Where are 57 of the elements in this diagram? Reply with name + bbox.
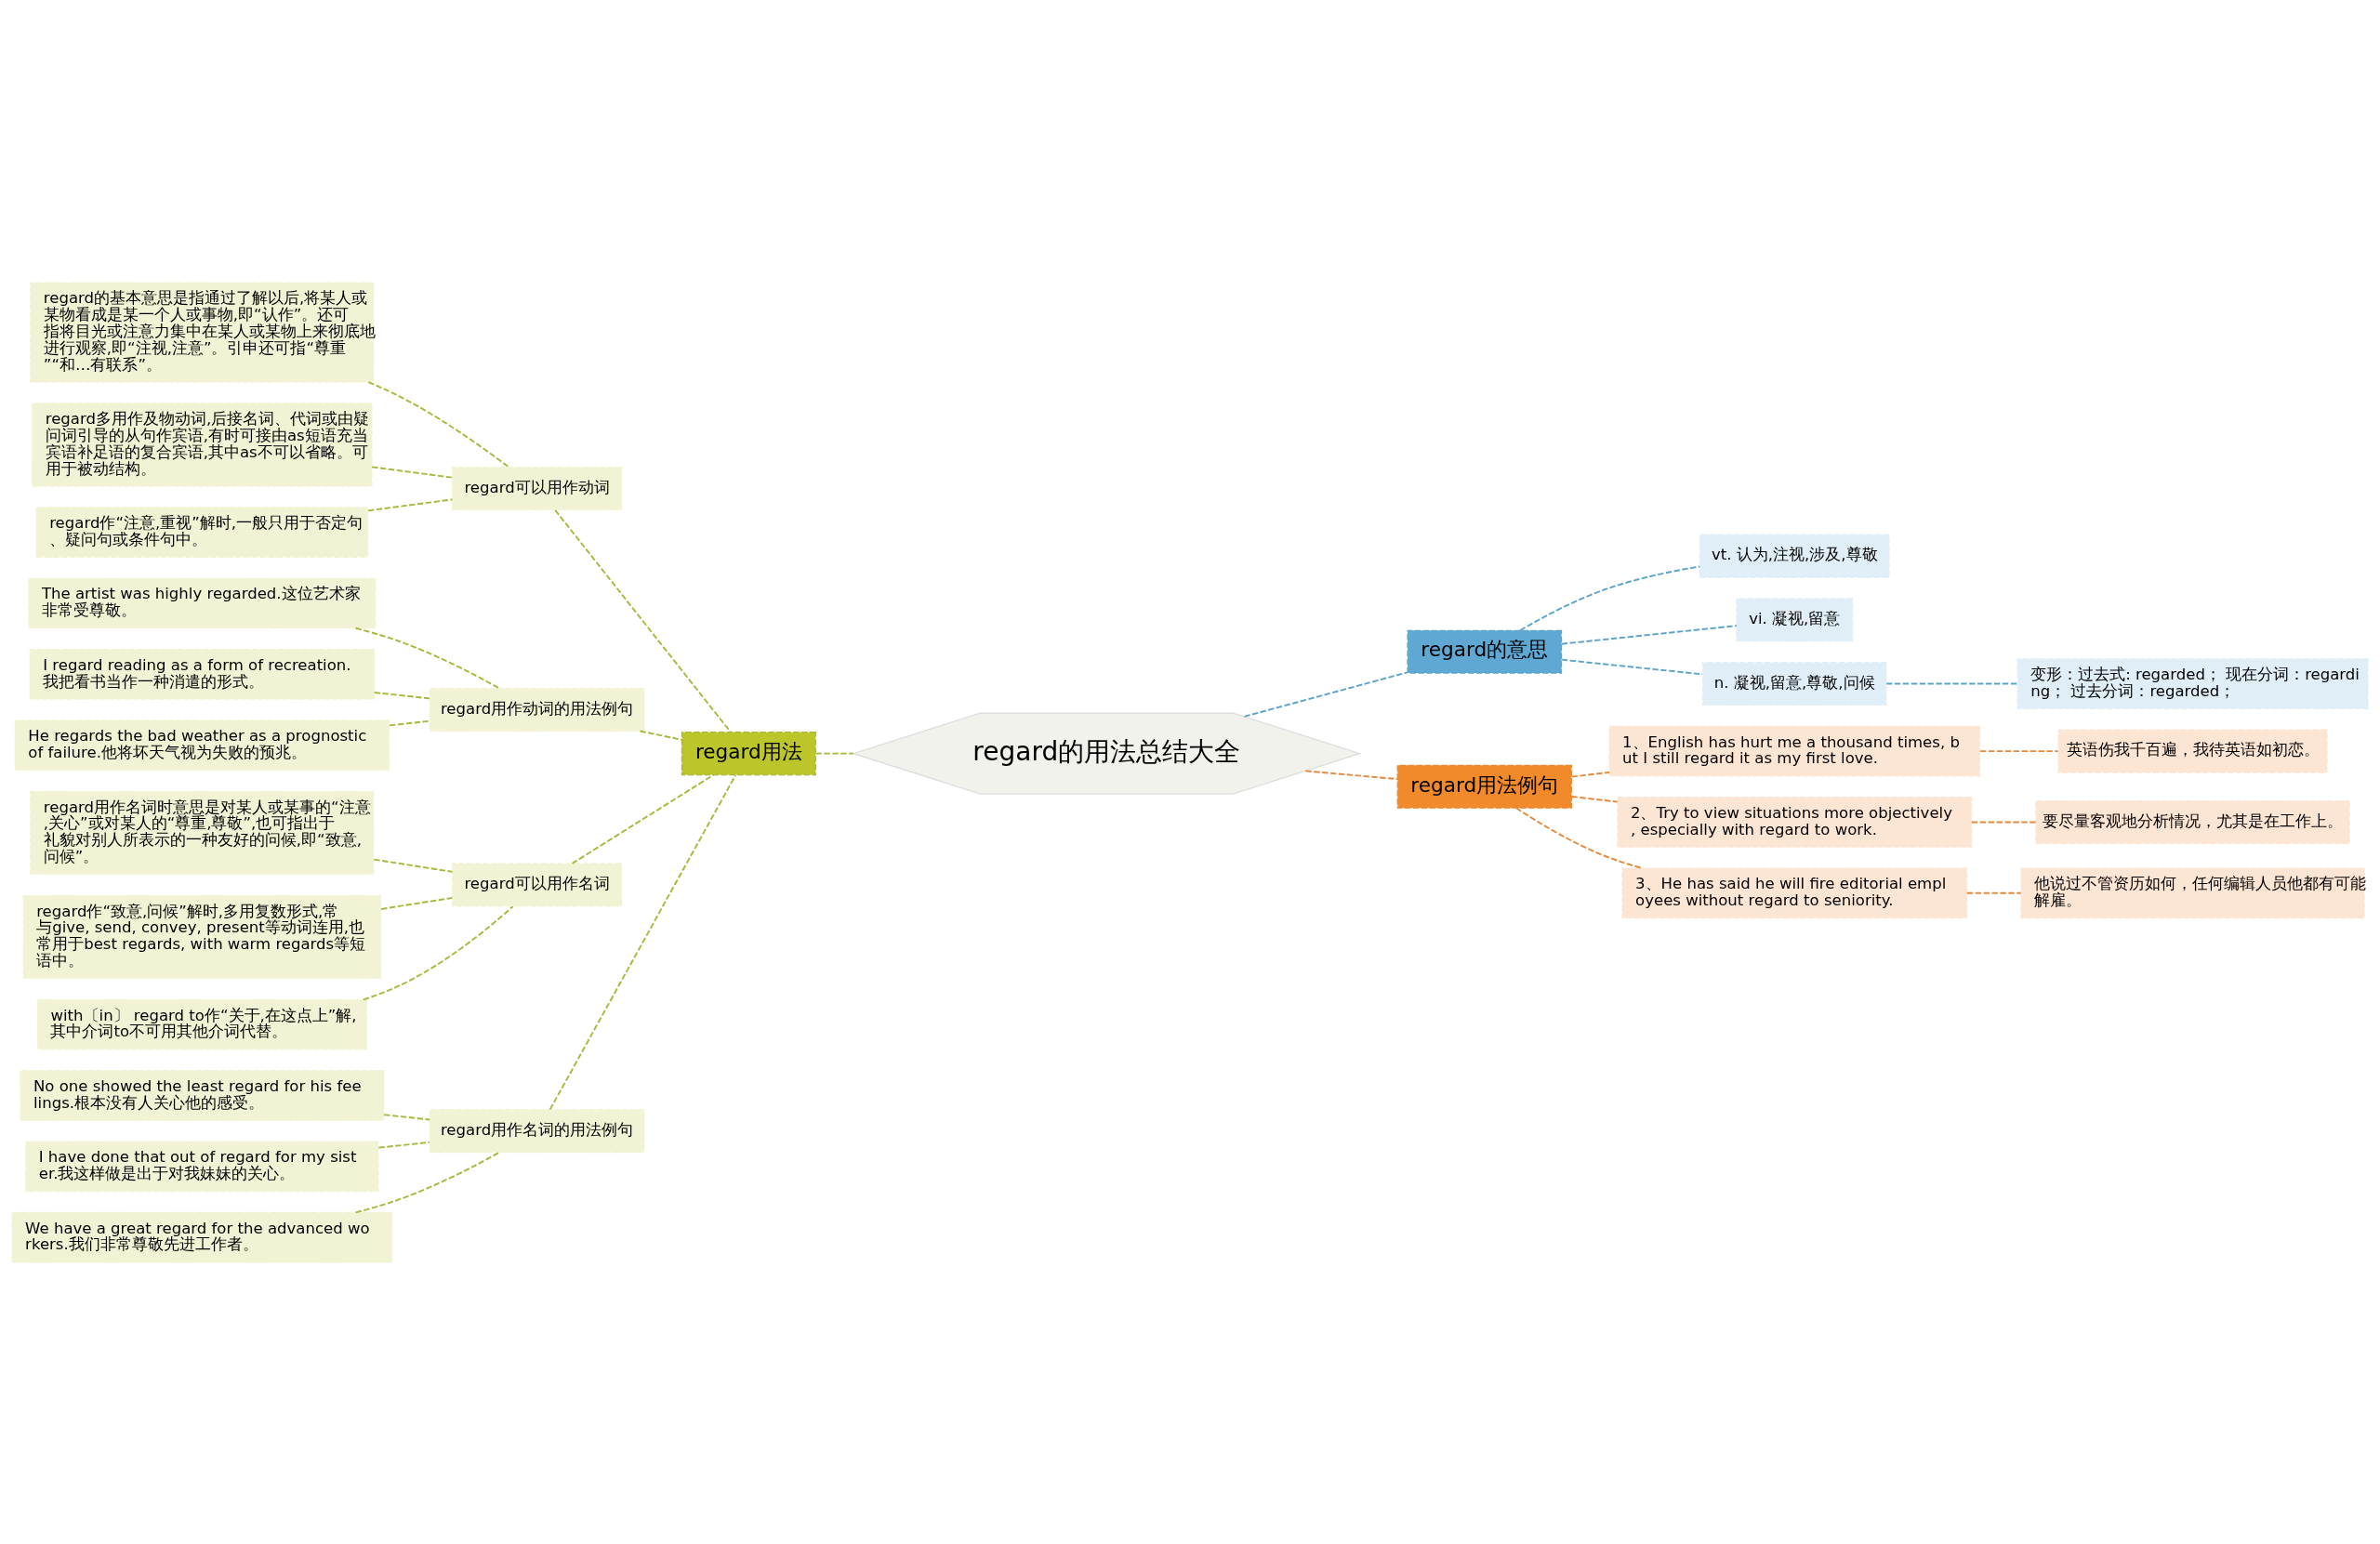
connector xyxy=(1979,749,2059,752)
node-box: 英语伤我千百遍，我待英语如初恋。 xyxy=(2057,729,2328,773)
connector xyxy=(373,858,454,873)
node-box: n. 凝视,留意,尊敬,问候 xyxy=(1702,661,1887,706)
node-box: I regard reading as a form of recreation.我把看书当作一种消遣的形式。 xyxy=(29,648,376,700)
connector xyxy=(1885,682,2018,684)
node-box: The artist was highly regarded.这位艺术家非常受尊敬。 xyxy=(28,577,377,628)
node-box: 1、English has hurt me a thousand times, but I still regard it as my first love. xyxy=(1608,725,1981,776)
node-box: He regards the bad weather as a prognostic of failure.他将坏天气视为失败的预兆。 xyxy=(14,719,390,771)
connector xyxy=(366,497,454,511)
node-box: vt. 认为,注视,涉及,尊敬 xyxy=(1699,534,1890,578)
node-box: 3、He has said he will fire editorial employees without regard to seniority. xyxy=(1621,866,1968,918)
node-box: 他说过不管资历如何，任何编辑人员他都有可能解雇。 xyxy=(2020,866,2365,918)
connector xyxy=(549,773,737,1111)
node-box: I have done that out of regard for my sister.我这样做是出于对我妹妹的关心。 xyxy=(25,1140,379,1192)
connector xyxy=(373,691,430,699)
node-box: regard用作名词的用法例句 xyxy=(429,1108,645,1153)
node-box: regard用法例句 xyxy=(1396,764,1572,809)
node-box: regard作“致意,问候”解时,多用复数形式,常与give, send, convey, present等动词连用,也常用于best regards, with warm regards等短语中。 xyxy=(22,894,382,979)
node-box: regard可以用作名词 xyxy=(451,862,623,906)
node-box: regard的基本意思是指通过了解以后,将某人或某物看成是某一个人或事物,即“认作”。还可指将目光或注意力集中在某人或某物上来彻底地进行观察,即“注视,注意”。引申还可指“尊重”“和…有联系”。 xyxy=(30,281,375,383)
connector xyxy=(571,773,715,864)
node-box: regard用作名词时意思是对某人或某事的“注意,关心”或对某人的“尊重,尊敬”,也可指出于礼貌对别人所表示的一种友好的问候,即“致意,问候”。 xyxy=(30,790,375,875)
connector xyxy=(1304,769,1399,780)
connector xyxy=(814,752,854,755)
connector xyxy=(354,1151,500,1213)
connector xyxy=(367,380,509,468)
connector xyxy=(1970,821,2037,823)
connector xyxy=(388,719,430,726)
connector xyxy=(1570,795,1619,803)
connector xyxy=(1243,670,1408,718)
connector xyxy=(377,1141,431,1149)
node-box: vi. 凝视,留意 xyxy=(1736,597,1854,641)
connector xyxy=(383,1113,431,1120)
node-box: regard作“注意,重视”解时,一般只用于否定句、疑问句或条件句中。 xyxy=(35,506,369,558)
connector xyxy=(639,730,683,741)
connector xyxy=(371,465,454,479)
node-box: 要尽量客观地分析情况，尤其是在工作上。 xyxy=(2035,799,2350,844)
node-box: with〔in〕 regard to作“关于,在这点上”解,其中介词to不可用其他介词代替。 xyxy=(36,998,367,1049)
connector xyxy=(1965,891,2022,894)
connector xyxy=(362,904,514,1000)
connector xyxy=(380,896,454,910)
node-box: We have a great regard for the advanced workers.我们非常尊敬先进工作者。 xyxy=(11,1211,393,1263)
node-box: regard可以用作动词 xyxy=(451,466,623,510)
connector xyxy=(1515,806,1644,869)
node-box: regard多用作及物动词,后接名词、代词或由疑问词引导的从句作宾语,有时可接由as短语充当宾语补足语的复合宾语,其中as不可以省略。可用于被动结构。 xyxy=(32,402,373,487)
node-box: regard的意思 xyxy=(1407,629,1563,674)
connector xyxy=(554,508,732,732)
connector xyxy=(1570,771,1610,778)
node-box: No one showed the least regard for his feelings.根本没有人关心他的感受。 xyxy=(20,1069,385,1121)
connector xyxy=(1519,565,1701,631)
node-box: regard用法 xyxy=(681,731,816,775)
connector xyxy=(1560,624,1738,645)
node-box: 2、Try to view situations more objectively, especially with regard to work. xyxy=(1617,796,1973,848)
node-box: 变形：过去式: regarded； 现在分词：regarding； 过去分词：regarded； xyxy=(2016,657,2369,709)
node-box: regard用作动词的用法例句 xyxy=(429,687,645,732)
connector xyxy=(354,627,500,689)
